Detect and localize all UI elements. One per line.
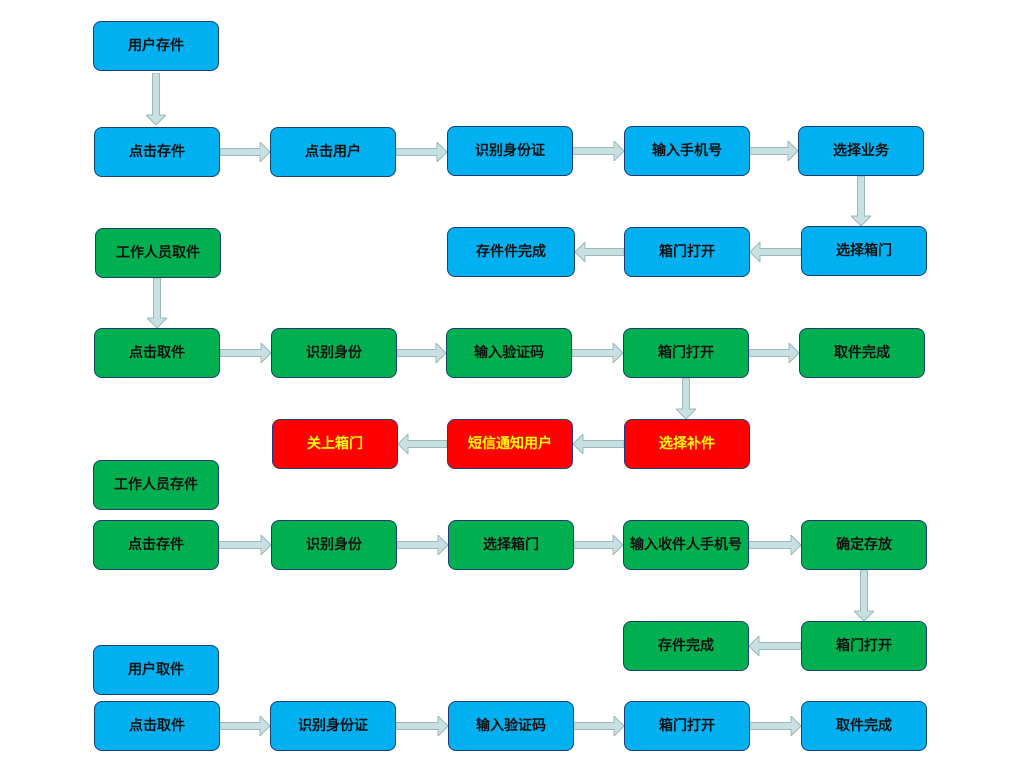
- arrow-enter-phone-to-select-service-shape: [750, 141, 798, 161]
- user-pickup-step-click-pickup: 点击取件: [94, 701, 220, 751]
- user-pickup-step-complete: 取件完成: [801, 701, 927, 751]
- arrow-staff-start-to-click-pickup: [147, 278, 167, 328]
- arrow-confirm-to-door-open-3: [854, 570, 874, 621]
- arrow-sms-to-close-door-shape: [398, 434, 447, 454]
- user-deposit-step-scan-id: 识别身份证: [447, 126, 573, 176]
- arrow-start-to-click-deposit: [146, 73, 166, 125]
- arrow-door-open-to-select-refill: [676, 378, 696, 419]
- staff-pickup-step-enter-code: 输入验证码: [446, 328, 572, 378]
- arrow-click-deposit-to-click-user-shape: [220, 142, 270, 162]
- staff-deposit-step-click-deposit: 点击存件: [93, 520, 219, 570]
- arrow-staff-start-to-click-pickup-shape: [147, 278, 167, 328]
- arrow-door-open-to-complete-3-shape: [749, 636, 801, 656]
- user-deposit-step-click-deposit: 点击存件: [94, 127, 220, 177]
- user-deposit-step-click-user: 点击用户: [270, 127, 396, 177]
- arrow-start-to-click-deposit-shape: [146, 73, 166, 125]
- arrow-enter-code-to-door-open-shape: [572, 343, 623, 363]
- arrow-select-service-to-select-door: [851, 176, 871, 226]
- arrow-door-open-to-complete-2-shape: [749, 343, 799, 363]
- arrow-select-door-to-door-open-shape: [750, 242, 801, 262]
- arrow-select-door-to-door-open: [750, 242, 801, 262]
- staff-pickup-step-door-open: 箱门打开: [623, 328, 749, 378]
- arrow-door-open-to-complete-4-shape: [750, 716, 801, 736]
- arrow-click-pickup-to-scan-id-4-shape: [220, 716, 270, 736]
- user-pickup-step-door-open: 箱门打开: [624, 701, 750, 751]
- user-pickup-start: 用户取件: [93, 645, 219, 695]
- arrow-scan-id-to-enter-phone-shape: [573, 141, 624, 161]
- arrow-click-deposit-to-click-user: [220, 142, 270, 162]
- staff-deposit-step-complete: 存件完成: [623, 621, 749, 671]
- arrow-scan-id-to-enter-phone: [573, 141, 624, 161]
- staff-pickup-step-select-refill: 选择补件: [624, 419, 750, 469]
- staff-pickup-step-identify: 识别身份: [271, 328, 397, 378]
- user-deposit-step-enter-phone: 输入手机号: [624, 126, 750, 176]
- staff-deposit-step-identify: 识别身份: [271, 520, 397, 570]
- staff-pickup-step-close-door: 关上箱门: [272, 419, 398, 469]
- arrow-identify-to-select-door-3-shape: [397, 535, 448, 555]
- arrow-door-open-to-complete-4: [750, 716, 801, 736]
- arrow-scan-id-to-enter-code-4-shape: [396, 716, 448, 736]
- arrow-enter-phone-to-confirm-3-shape: [749, 535, 801, 555]
- arrow-confirm-to-door-open-3-shape: [854, 570, 874, 621]
- arrow-door-open-to-complete-shape: [575, 242, 624, 262]
- arrow-identify-to-enter-code: [397, 343, 446, 363]
- arrow-scan-id-to-enter-code-4: [396, 716, 448, 736]
- staff-deposit-start: 工作人员存件: [93, 460, 219, 510]
- arrow-click-deposit-to-identify-3-shape: [219, 535, 271, 555]
- staff-pickup-start: 工作人员取件: [95, 228, 221, 278]
- arrow-click-user-to-scan-id-shape: [396, 142, 447, 162]
- user-deposit-step-door-open: 箱门打开: [624, 227, 750, 277]
- user-deposit-start: 用户存件: [93, 21, 219, 71]
- arrow-click-pickup-to-scan-id-4: [220, 716, 270, 736]
- arrow-enter-phone-to-confirm-3: [749, 535, 801, 555]
- arrow-click-pickup-to-identify: [220, 343, 271, 363]
- arrow-click-user-to-scan-id: [396, 142, 447, 162]
- user-deposit-step-select-door: 选择箱门: [801, 226, 927, 276]
- user-pickup-step-enter-code: 输入验证码: [448, 701, 574, 751]
- staff-pickup-step-complete: 取件完成: [799, 328, 925, 378]
- staff-deposit-step-confirm: 确定存放: [801, 520, 927, 570]
- arrow-enter-code-to-door-open: [572, 343, 623, 363]
- arrow-select-refill-to-sms: [573, 434, 624, 454]
- arrow-identify-to-select-door-3: [397, 535, 448, 555]
- staff-pickup-step-click-pickup: 点击取件: [94, 328, 220, 378]
- arrow-select-door-to-enter-phone-3: [574, 535, 623, 555]
- arrow-enter-phone-to-select-service: [750, 141, 798, 161]
- arrow-select-door-to-enter-phone-3-shape: [574, 535, 623, 555]
- user-deposit-step-complete: 存件件完成: [447, 227, 575, 277]
- user-deposit-step-select-service: 选择业务: [798, 126, 924, 176]
- arrow-enter-code-to-door-open-4: [574, 716, 624, 736]
- arrow-door-open-to-complete-3: [749, 636, 801, 656]
- arrow-select-service-to-select-door-shape: [851, 176, 871, 226]
- staff-deposit-step-door-open: 箱门打开: [801, 621, 927, 671]
- arrow-door-open-to-complete: [575, 242, 624, 262]
- arrow-select-refill-to-sms-shape: [573, 434, 624, 454]
- staff-pickup-step-sms-notify: 短信通知用户: [447, 419, 573, 469]
- staff-deposit-step-select-door: 选择箱门: [448, 520, 574, 570]
- arrow-door-open-to-select-refill-shape: [676, 378, 696, 419]
- arrow-click-pickup-to-identify-shape: [220, 343, 271, 363]
- arrow-sms-to-close-door: [398, 434, 447, 454]
- arrow-identify-to-enter-code-shape: [397, 343, 446, 363]
- user-pickup-step-scan-id: 识别身份证: [270, 701, 396, 751]
- arrow-door-open-to-complete-2: [749, 343, 799, 363]
- arrow-enter-code-to-door-open-4-shape: [574, 716, 624, 736]
- arrow-click-deposit-to-identify-3: [219, 535, 271, 555]
- staff-deposit-step-enter-recipient-phone: 输入收件人手机号: [623, 520, 749, 570]
